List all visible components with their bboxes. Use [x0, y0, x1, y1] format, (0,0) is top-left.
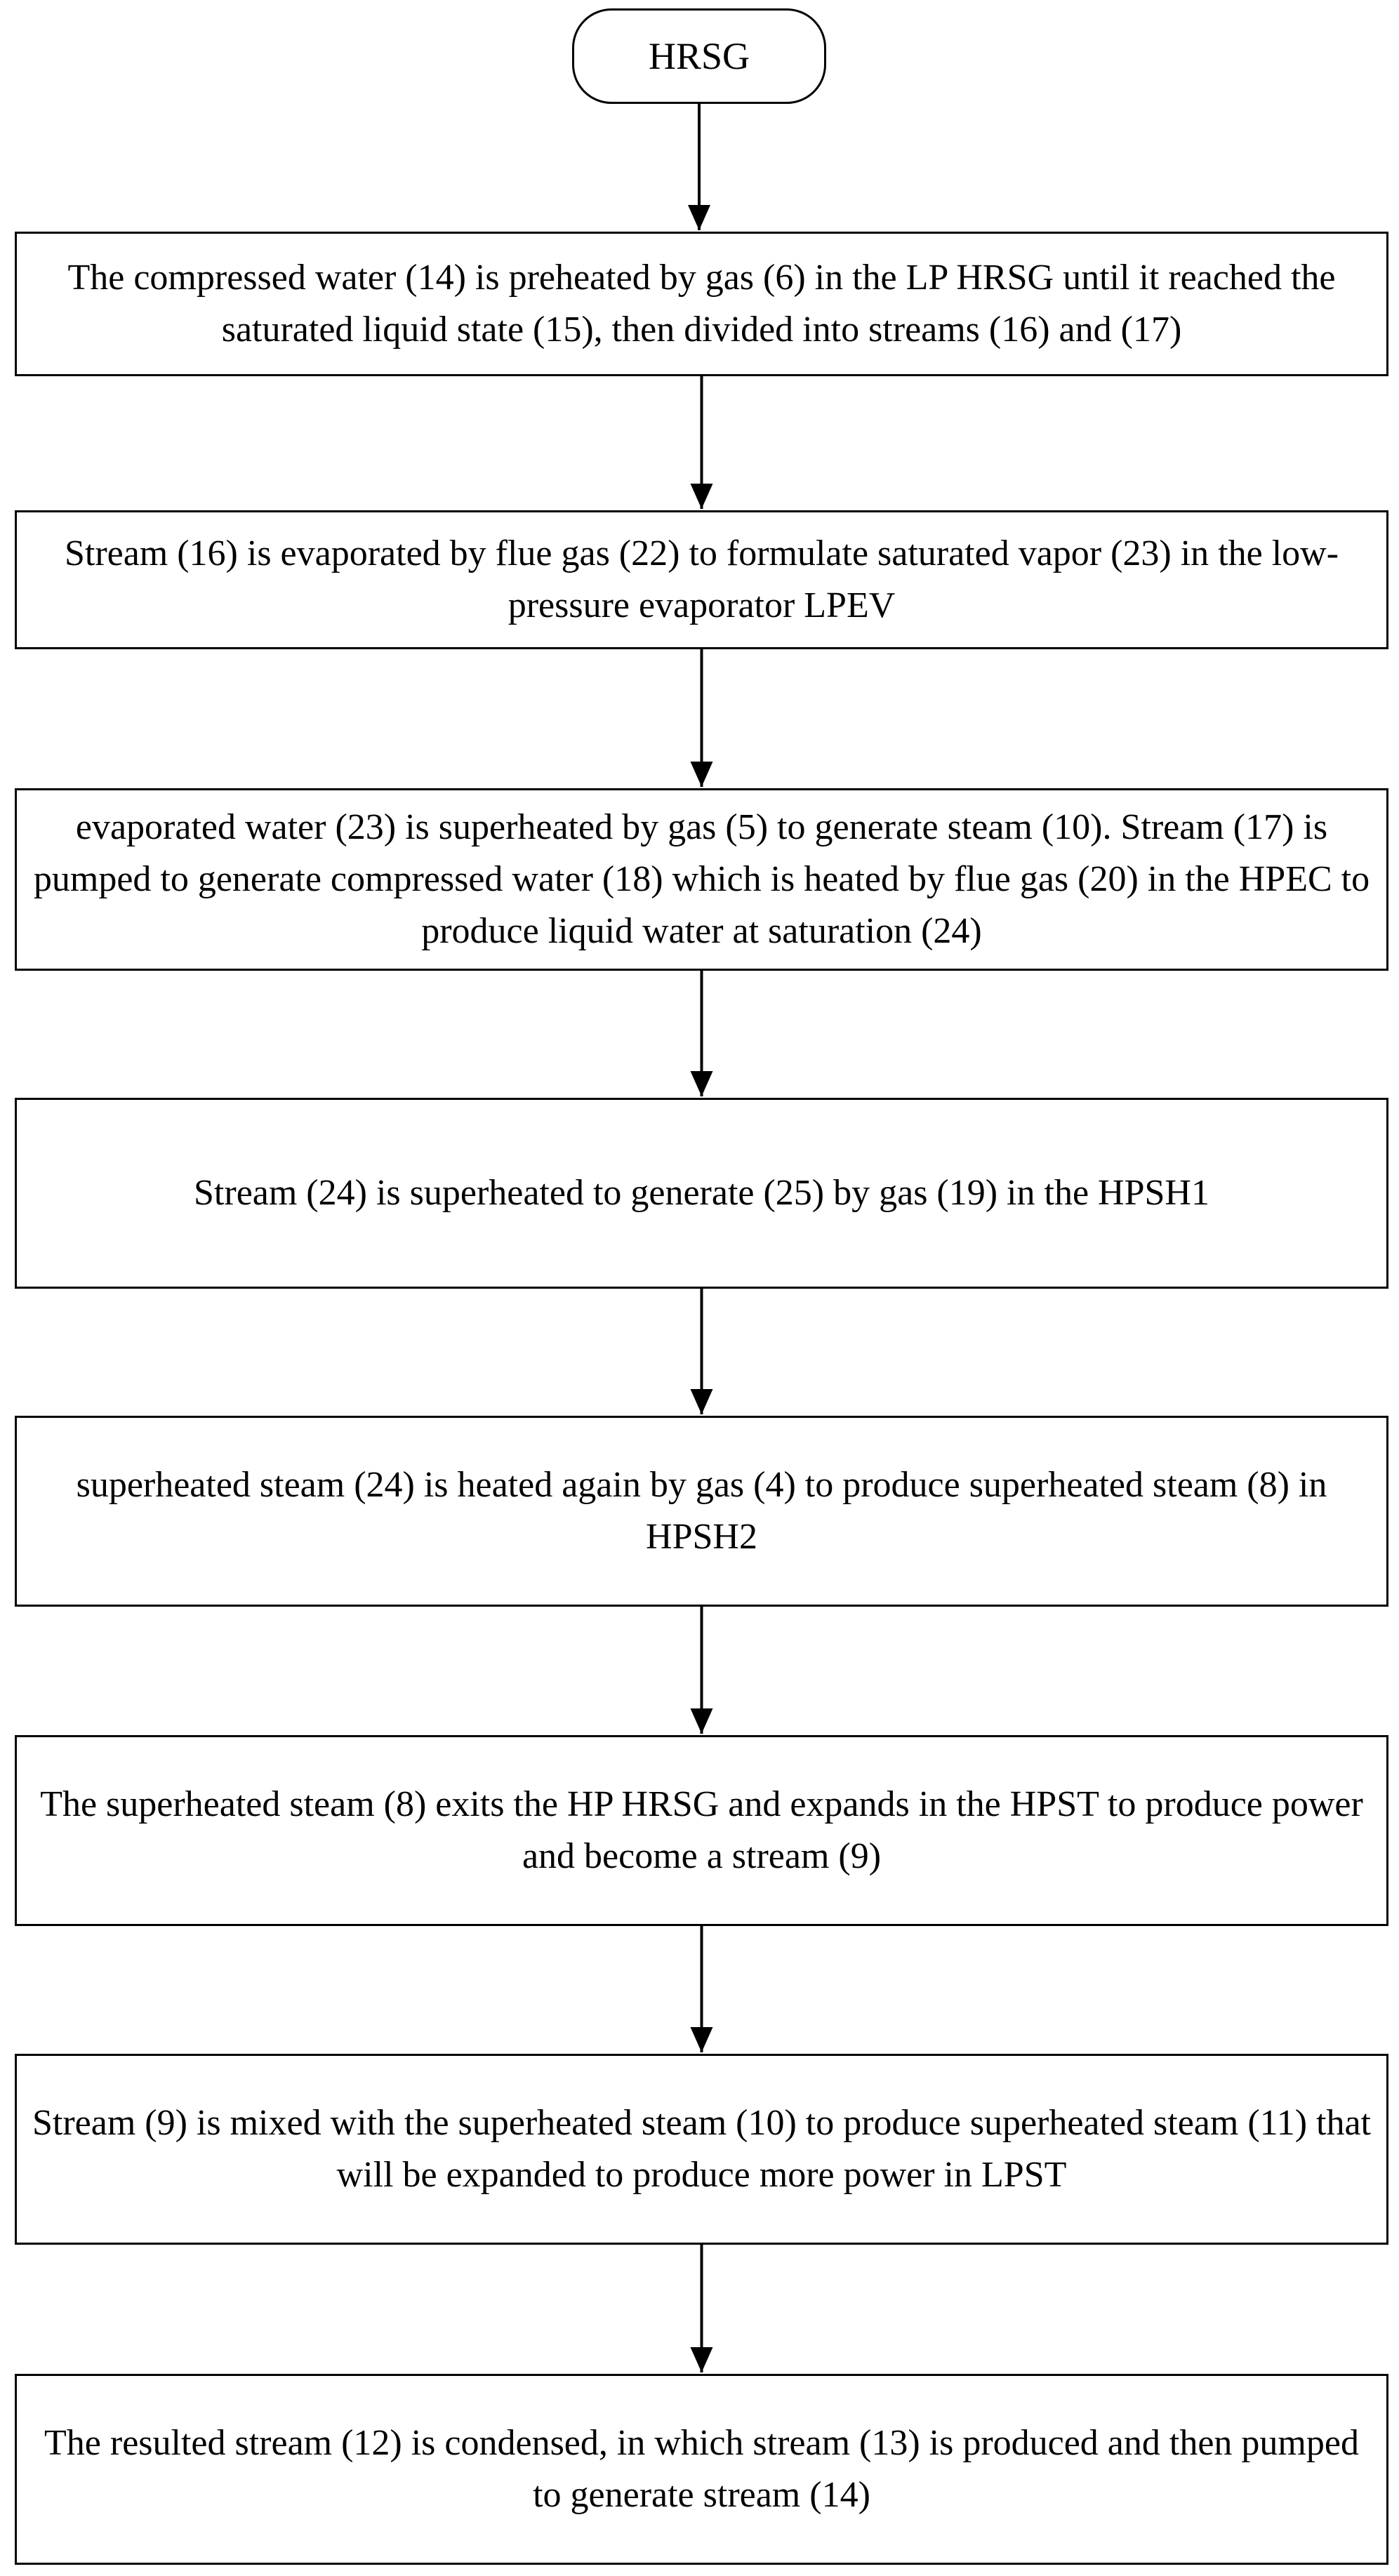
process-step-2: Stream (16) is evaporated by flue gas (2…: [15, 510, 1388, 649]
start-label: HRSG: [648, 34, 750, 77]
step-2-text: Stream (16) is evaporated by flue gas (2…: [64, 533, 1339, 625]
step-5-text: superheated steam (24) is heated again b…: [76, 1465, 1327, 1557]
process-step-6: The superheated steam (8) exits the HP H…: [15, 1735, 1388, 1926]
step-8-text: The resulted stream (12) is condensed, i…: [44, 2423, 1359, 2515]
step-3-text: evaporated water (23) is superheated by …: [33, 807, 1370, 951]
step-6-text: The superheated steam (8) exits the HP H…: [40, 1784, 1363, 1876]
process-step-8: The resulted stream (12) is condensed, i…: [15, 2374, 1388, 2565]
process-step-3: evaporated water (23) is superheated by …: [15, 788, 1388, 971]
step-1-text: The compressed water (14) is preheated b…: [67, 258, 1336, 350]
process-step-4: Stream (24) is superheated to generate (…: [15, 1098, 1388, 1289]
process-step-5: superheated steam (24) is heated again b…: [15, 1416, 1388, 1607]
start-terminal: HRSG: [572, 8, 826, 104]
process-step-1: The compressed water (14) is preheated b…: [15, 232, 1388, 376]
step-7-text: Stream (9) is mixed with the superheated…: [32, 2103, 1371, 2195]
process-step-7: Stream (9) is mixed with the superheated…: [15, 2054, 1388, 2245]
step-4-text: Stream (24) is superheated to generate (…: [194, 1173, 1209, 1214]
